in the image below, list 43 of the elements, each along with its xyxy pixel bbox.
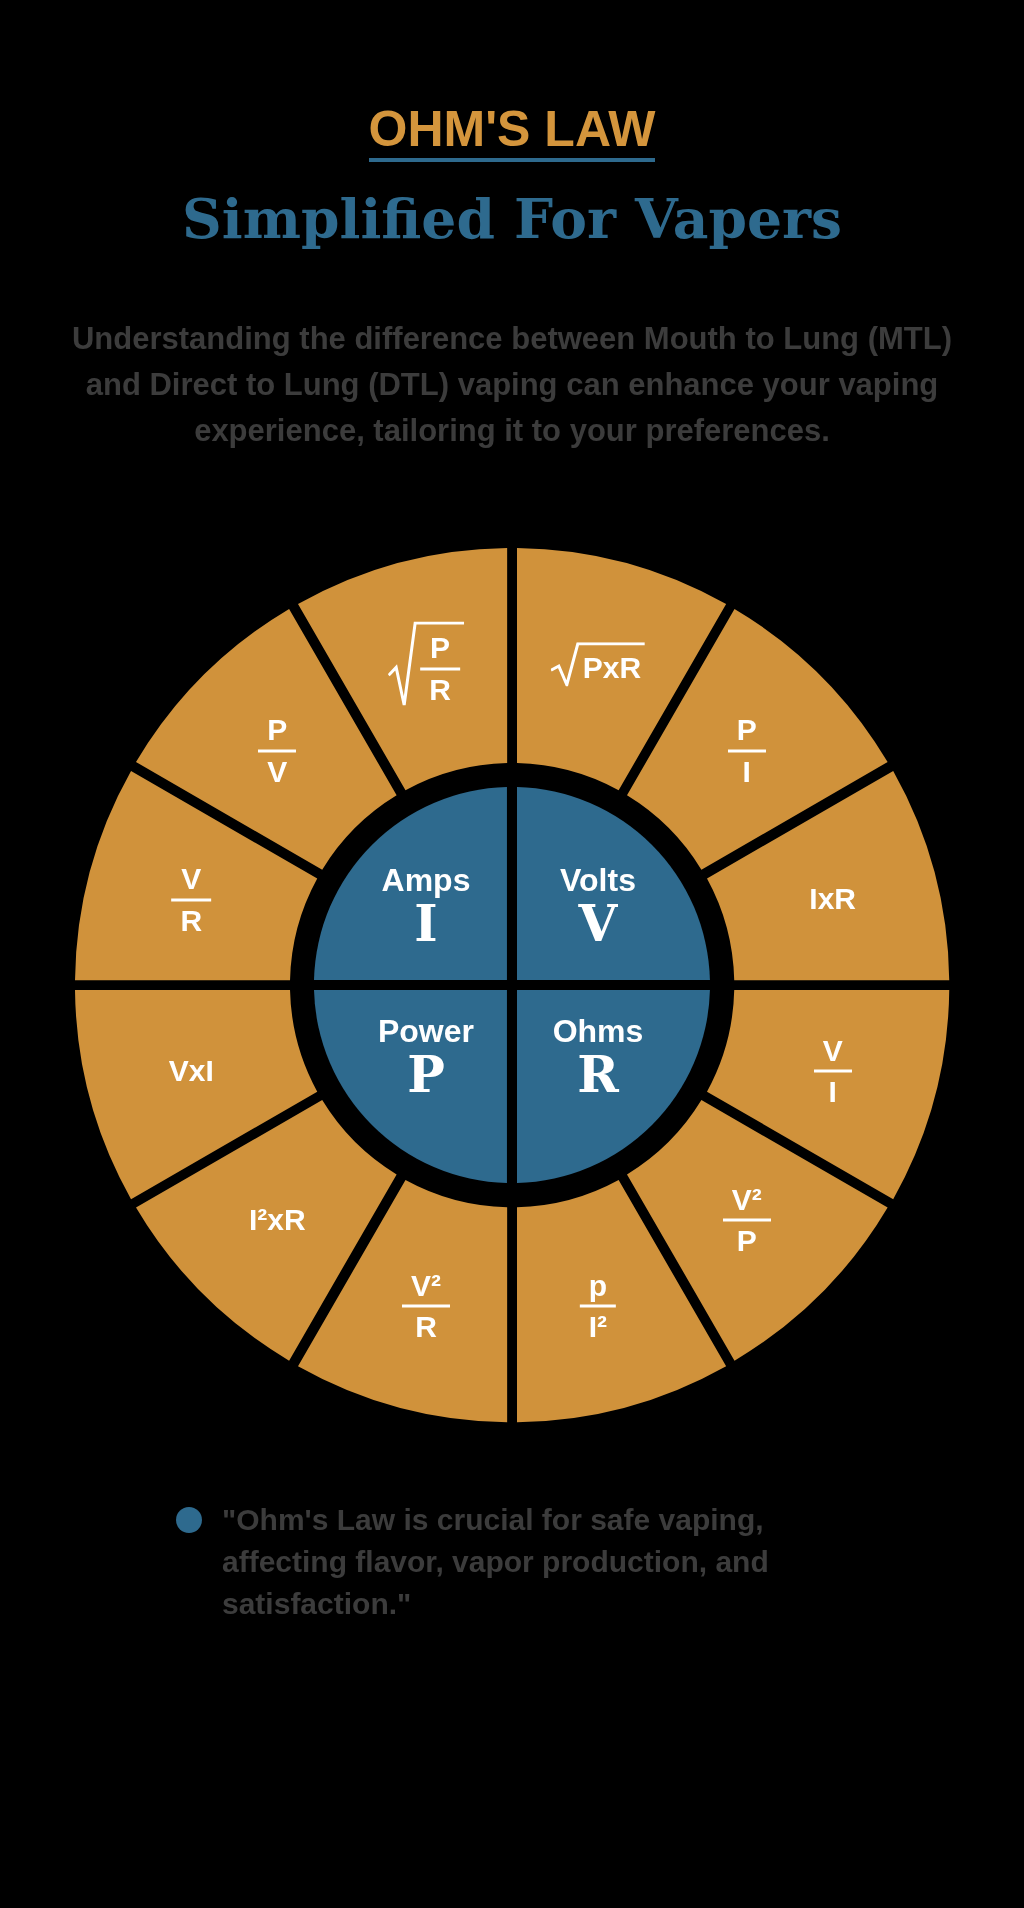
quantity-symbol: R bbox=[577, 1049, 619, 1102]
numerator-text: P bbox=[430, 631, 451, 664]
quantity-symbol: I bbox=[414, 898, 438, 951]
formula-text: VxI bbox=[168, 1055, 214, 1087]
formula-segment bbox=[75, 990, 318, 1200]
quantity-symbol: P bbox=[407, 1049, 445, 1102]
formula-text: I²xR bbox=[248, 1204, 306, 1236]
quantity-name: Volts bbox=[560, 863, 636, 899]
quantity-name: Amps bbox=[381, 863, 471, 899]
formula-segment bbox=[517, 548, 727, 791]
numerator-text: P bbox=[736, 713, 757, 746]
quantity-name: Power bbox=[377, 1014, 474, 1050]
quantity-quadrant bbox=[517, 787, 710, 980]
quantity-quadrant bbox=[314, 787, 507, 980]
quantity-name: Ohms bbox=[552, 1014, 644, 1050]
title-heading: OHM'S LAW bbox=[368, 104, 656, 154]
formula-segment bbox=[627, 1100, 888, 1361]
numerator-text: V bbox=[822, 1034, 843, 1066]
denominator-text: I bbox=[742, 755, 751, 787]
subtitle-heading: Simplified For Vapers bbox=[182, 186, 842, 253]
denominator-text: R bbox=[415, 1310, 437, 1343]
numerator-text: P bbox=[267, 713, 288, 746]
quantity-quadrant bbox=[314, 990, 507, 1183]
intro-paragraph: Understanding the difference between Mouth to Lung (MTL) and Direct to Lung (DTL) vaping can enhance your vaping experience, tailoring it to your preferences. bbox=[71, 320, 953, 450]
formula-segment bbox=[136, 609, 397, 870]
numerator-text: p bbox=[588, 1269, 608, 1301]
denominator-text: R bbox=[180, 904, 203, 936]
numerator-text: V² bbox=[731, 1183, 762, 1215]
denominator-text: V bbox=[267, 755, 288, 787]
denominator-text: R bbox=[429, 673, 451, 705]
quantity-quadrant bbox=[517, 990, 710, 1183]
numerator-text: V bbox=[181, 862, 202, 895]
denominator-text: I bbox=[828, 1075, 837, 1108]
quantity-symbol: V bbox=[578, 898, 618, 951]
formula-text: PxR bbox=[582, 652, 642, 685]
quote-text: "Ohm's Law is crucial for safe vaping, affecting flavor, vapor production, and satisfaction." bbox=[222, 1502, 770, 1622]
formula-segment bbox=[297, 548, 507, 791]
numerator-text: V² bbox=[411, 1269, 442, 1301]
formula-text: IxR bbox=[809, 883, 856, 915]
denominator-text: P bbox=[736, 1224, 757, 1257]
formula-segment bbox=[136, 1100, 397, 1361]
denominator-text: I² bbox=[588, 1310, 608, 1343]
formula-segment bbox=[517, 1179, 727, 1422]
